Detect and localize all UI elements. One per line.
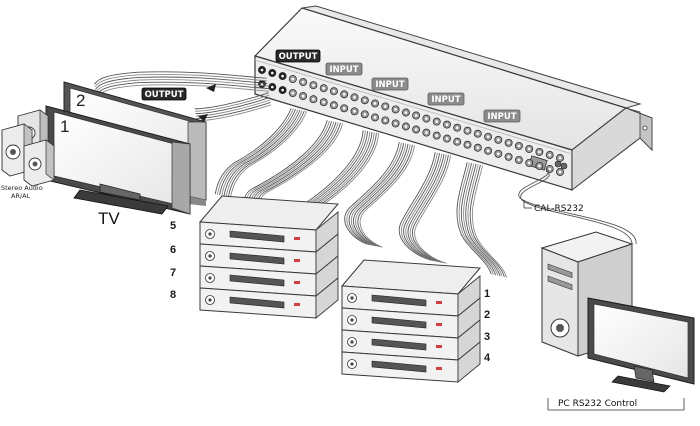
- video-cable: [223, 109, 301, 197]
- video-cable: [405, 153, 443, 262]
- video-cable: [346, 142, 402, 246]
- video-cable: [214, 108, 292, 195]
- output-tag-left: OUTPUT: [141, 87, 187, 101]
- video-cable: [469, 164, 505, 278]
- pc-control-label-box: PC RS232 Control: [547, 398, 685, 411]
- video-cable: [460, 163, 497, 276]
- tv-number-2: 2: [76, 91, 85, 110]
- source-device: [199, 255, 339, 297]
- svg-text:OUTPUT: OUTPUT: [279, 52, 318, 62]
- video-cable: [348, 143, 405, 246]
- source-number-7: 7: [170, 267, 176, 279]
- source-device: [199, 211, 339, 253]
- video-cable: [412, 154, 449, 264]
- video-cable: [458, 162, 494, 275]
- source-device: [199, 233, 339, 275]
- arrow-icon: [206, 84, 216, 92]
- input-tag-3: INPUT: [427, 92, 465, 106]
- video-cable: [401, 152, 438, 262]
- video-cable: [195, 97, 270, 115]
- bnc-connector-array: [258, 66, 564, 176]
- tv-1: [45, 105, 191, 215]
- stereo-channels-label: AR/AL: [11, 192, 31, 200]
- video-cable: [195, 94, 270, 112]
- video-cable: [465, 163, 501, 277]
- video-cable: [94, 71, 267, 85]
- video-cable: [344, 142, 400, 245]
- video-cable: [96, 84, 270, 98]
- source-number-5: 5: [170, 220, 176, 232]
- input-tag-2: INPUT: [371, 77, 409, 91]
- video-cable: [221, 109, 299, 196]
- source-stack-left: [198, 195, 340, 319]
- video-cable: [471, 165, 508, 278]
- output-tag-top: OUTPUT: [275, 49, 321, 63]
- source-number-6: 6: [170, 244, 176, 256]
- source-device: [341, 275, 481, 317]
- video-cable: [456, 162, 492, 275]
- cal-rs232-label-box: CAL-RS232: [523, 200, 584, 214]
- svg-text:INPUT: INPUT: [431, 95, 460, 105]
- video-cable: [230, 111, 308, 198]
- source-number-2: 2: [484, 309, 490, 321]
- video-cable: [467, 164, 503, 277]
- video-cable: [414, 155, 452, 264]
- input-tag-1: INPUT: [325, 62, 363, 76]
- source-device: [341, 319, 481, 361]
- svg-text:PC RS232 Control: PC RS232 Control: [558, 399, 637, 409]
- source-device: [199, 277, 339, 319]
- video-cable: [95, 79, 269, 93]
- tv-label: TV: [98, 209, 120, 228]
- svg-text:OUTPUT: OUTPUT: [145, 90, 184, 100]
- rs232-cable: [518, 167, 637, 245]
- video-cable: [219, 108, 297, 196]
- video-cable: [227, 110, 305, 197]
- video-cable: [94, 73, 267, 88]
- video-cable: [353, 143, 409, 247]
- svg-text:INPUT: INPUT: [375, 80, 404, 90]
- video-cable: [398, 152, 436, 261]
- video-cable: [463, 163, 499, 276]
- tv-stand: [73, 189, 169, 215]
- pc-monitor: [587, 297, 695, 393]
- source-stack-right: [340, 259, 482, 383]
- video-cable: [355, 144, 411, 247]
- video-cable: [225, 110, 303, 197]
- video-cable: [95, 76, 268, 90]
- arrow-icon: [198, 114, 208, 122]
- input-tag-4: INPUT: [483, 109, 521, 123]
- video-cable: [216, 108, 294, 195]
- video-cable: [96, 81, 269, 95]
- video-cable: [357, 144, 413, 248]
- svg-text:INPUT: INPUT: [487, 112, 516, 122]
- video-cable: [350, 143, 407, 246]
- tv-number-1: 1: [60, 117, 69, 136]
- source-device: [341, 341, 481, 383]
- video-cable: [194, 92, 269, 110]
- stereo-audio-label: Stereo Audio: [1, 184, 43, 192]
- speaker-right: [23, 139, 55, 187]
- source-number-3: 3: [484, 331, 490, 343]
- source-number-1: 1: [484, 288, 490, 300]
- video-cable: [403, 153, 441, 262]
- matrix-switcher: [253, 5, 653, 192]
- video-cable: [409, 154, 447, 263]
- source-number-8: 8: [170, 289, 176, 301]
- source-number-4: 4: [484, 352, 491, 364]
- video-cable: [407, 153, 445, 263]
- video-cable: [359, 145, 416, 248]
- svg-text:INPUT: INPUT: [329, 65, 358, 75]
- svg-text:CAL-RS232: CAL-RS232: [534, 204, 584, 214]
